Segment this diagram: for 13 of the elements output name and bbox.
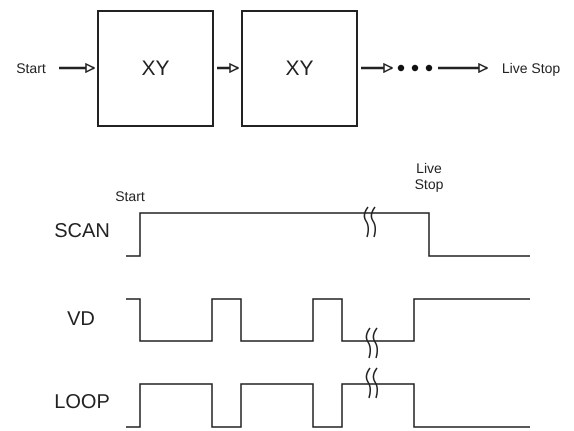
signal-name: SCAN (53, 220, 111, 243)
process-box: XY (241, 10, 358, 127)
node-text: Live Stop (490, 56, 572, 80)
arrow (438, 63, 488, 73)
arrow (217, 63, 239, 73)
node-text: Start (6, 56, 56, 80)
event-label: Start (114, 188, 146, 204)
arrow (59, 63, 95, 73)
process-box: XY (97, 10, 214, 127)
signal-name: VD (66, 308, 96, 331)
arrow (361, 63, 393, 73)
signal-name: LOOP (53, 391, 111, 414)
event-label: Live Stop (414, 160, 444, 192)
